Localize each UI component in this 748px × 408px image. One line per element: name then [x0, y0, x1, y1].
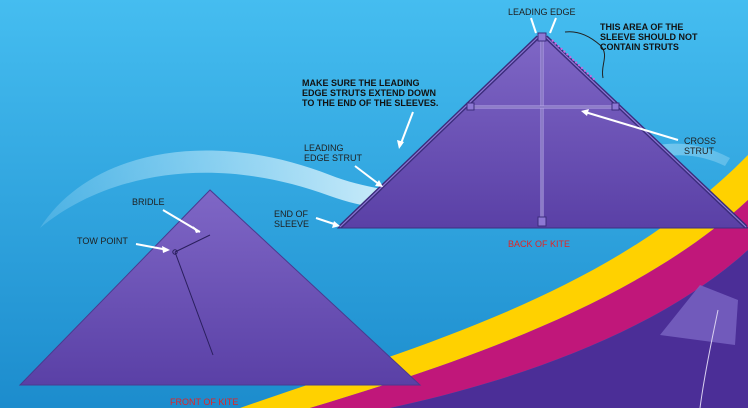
wind-swoosh [40, 143, 730, 228]
back-kite [315, 17, 748, 229]
back-of-kite-caption: BACK OF KITE [508, 239, 571, 249]
end-of-sleeve-arrow-head [332, 221, 340, 228]
tow-point-label: TOW POINT [77, 236, 128, 246]
bridle-arrow-head [193, 226, 200, 233]
tow-point-ring [172, 249, 178, 255]
right-leading-edge-sleeve-inner [545, 36, 747, 228]
leading-edge-strut-arrow [354, 165, 381, 186]
leading-edge-arrow-right [549, 17, 557, 34]
cross-strut-arrow-head [581, 109, 589, 116]
struts-note-arrow-head [397, 140, 404, 149]
sleeve-no-strut-area [551, 39, 596, 81]
struts-note-label: MAKE SURE THE LEADING EDGE STRUTS EXTEND… [302, 78, 439, 108]
nose-fitting [537, 32, 547, 42]
end-of-sleeve-label: END OF SLEEVE [274, 209, 310, 229]
magenta-stripe [310, 200, 748, 408]
tow-point-arrow-head [162, 246, 170, 253]
sleeve-note-label: THIS AREA OF THE SLEEVE SHOULD NOT CONTA… [600, 22, 698, 52]
leading-edge-arrow-left [530, 17, 537, 34]
front-of-kite-caption: FRONT OF KITE [170, 397, 239, 407]
leading-edge-strut-label: LEADING EDGE STRUT [304, 143, 363, 163]
bridle-line [174, 234, 214, 356]
left-cross-fitting [466, 102, 475, 111]
tail-fitting [537, 216, 547, 227]
front-kite-sail [18, 189, 422, 386]
small-kite-tail [699, 309, 719, 408]
leading-edge-label: LEADING EDGE [508, 7, 576, 17]
leading-edge-strut-arrow-head [375, 180, 383, 187]
front-kite [18, 189, 422, 386]
left-leading-edge-sleeve-inner [339, 36, 539, 228]
cross-strut-arrow [584, 111, 679, 141]
cross-strut-label: CROSS STRUT [684, 136, 717, 156]
purple-hill [390, 250, 748, 408]
sleeve-note-curve [564, 31, 606, 79]
struts-note-arrow [399, 111, 414, 147]
bridle-label: BRIDLE [132, 197, 165, 207]
right-cross-fitting [611, 102, 620, 111]
small-kite-silhouette [660, 285, 738, 345]
